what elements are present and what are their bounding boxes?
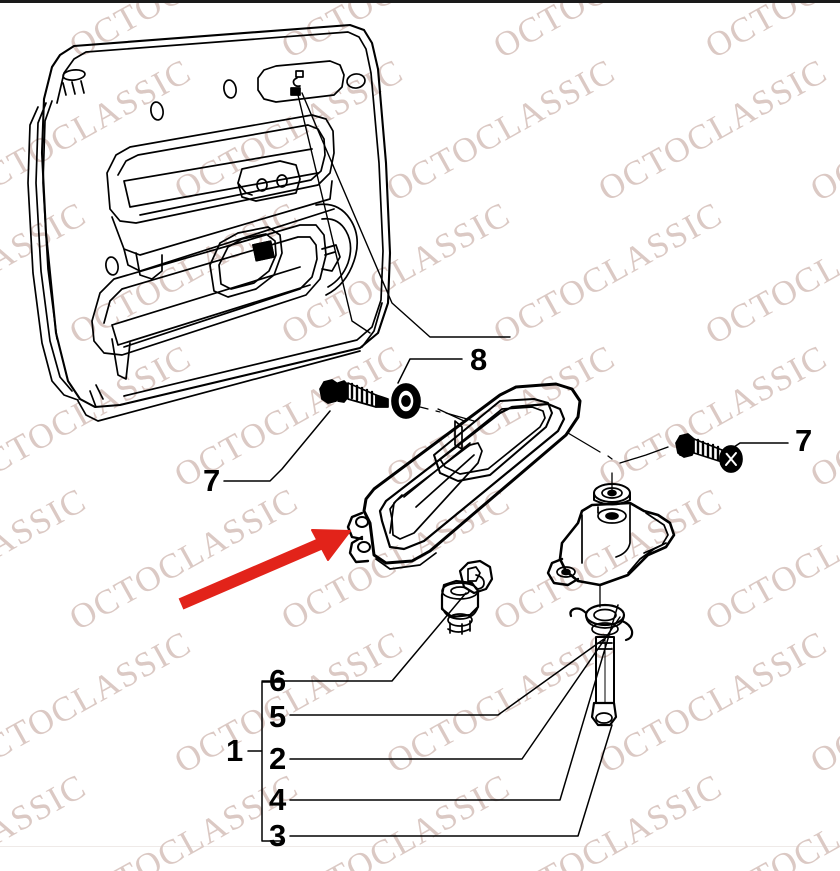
bottom-divider [0, 846, 840, 847]
technical-line-drawing [27, 23, 789, 842]
door-panel-illustration [27, 23, 392, 422]
callout-label-6: 6 [269, 663, 287, 698]
callout-label-7-left: 7 [203, 463, 221, 498]
callout-label-5: 5 [269, 699, 287, 734]
bushing-pin-parts [440, 559, 494, 635]
callout-label-1: 1 [226, 733, 244, 768]
latch-body-assembly [546, 472, 676, 587]
axis-line-washer [419, 406, 475, 422]
callout-label-8: 8 [470, 342, 488, 377]
door-handle-bezel [346, 382, 582, 570]
red-highlight-arrow [178, 529, 351, 610]
washer-upper [391, 383, 421, 419]
callout-label-2: 2 [269, 741, 287, 776]
axis-line-right [567, 432, 669, 464]
callout-label-3: 3 [269, 818, 287, 853]
screw-left-assembly [319, 379, 389, 408]
spring-and-rod-assembly [569, 584, 634, 727]
callout-label-7-right: 7 [795, 423, 813, 458]
callout-label-4: 4 [269, 782, 287, 817]
callout-leader-lines [223, 358, 789, 842]
screw-right-assembly [675, 433, 743, 473]
leader-lines-panel [297, 92, 511, 338]
